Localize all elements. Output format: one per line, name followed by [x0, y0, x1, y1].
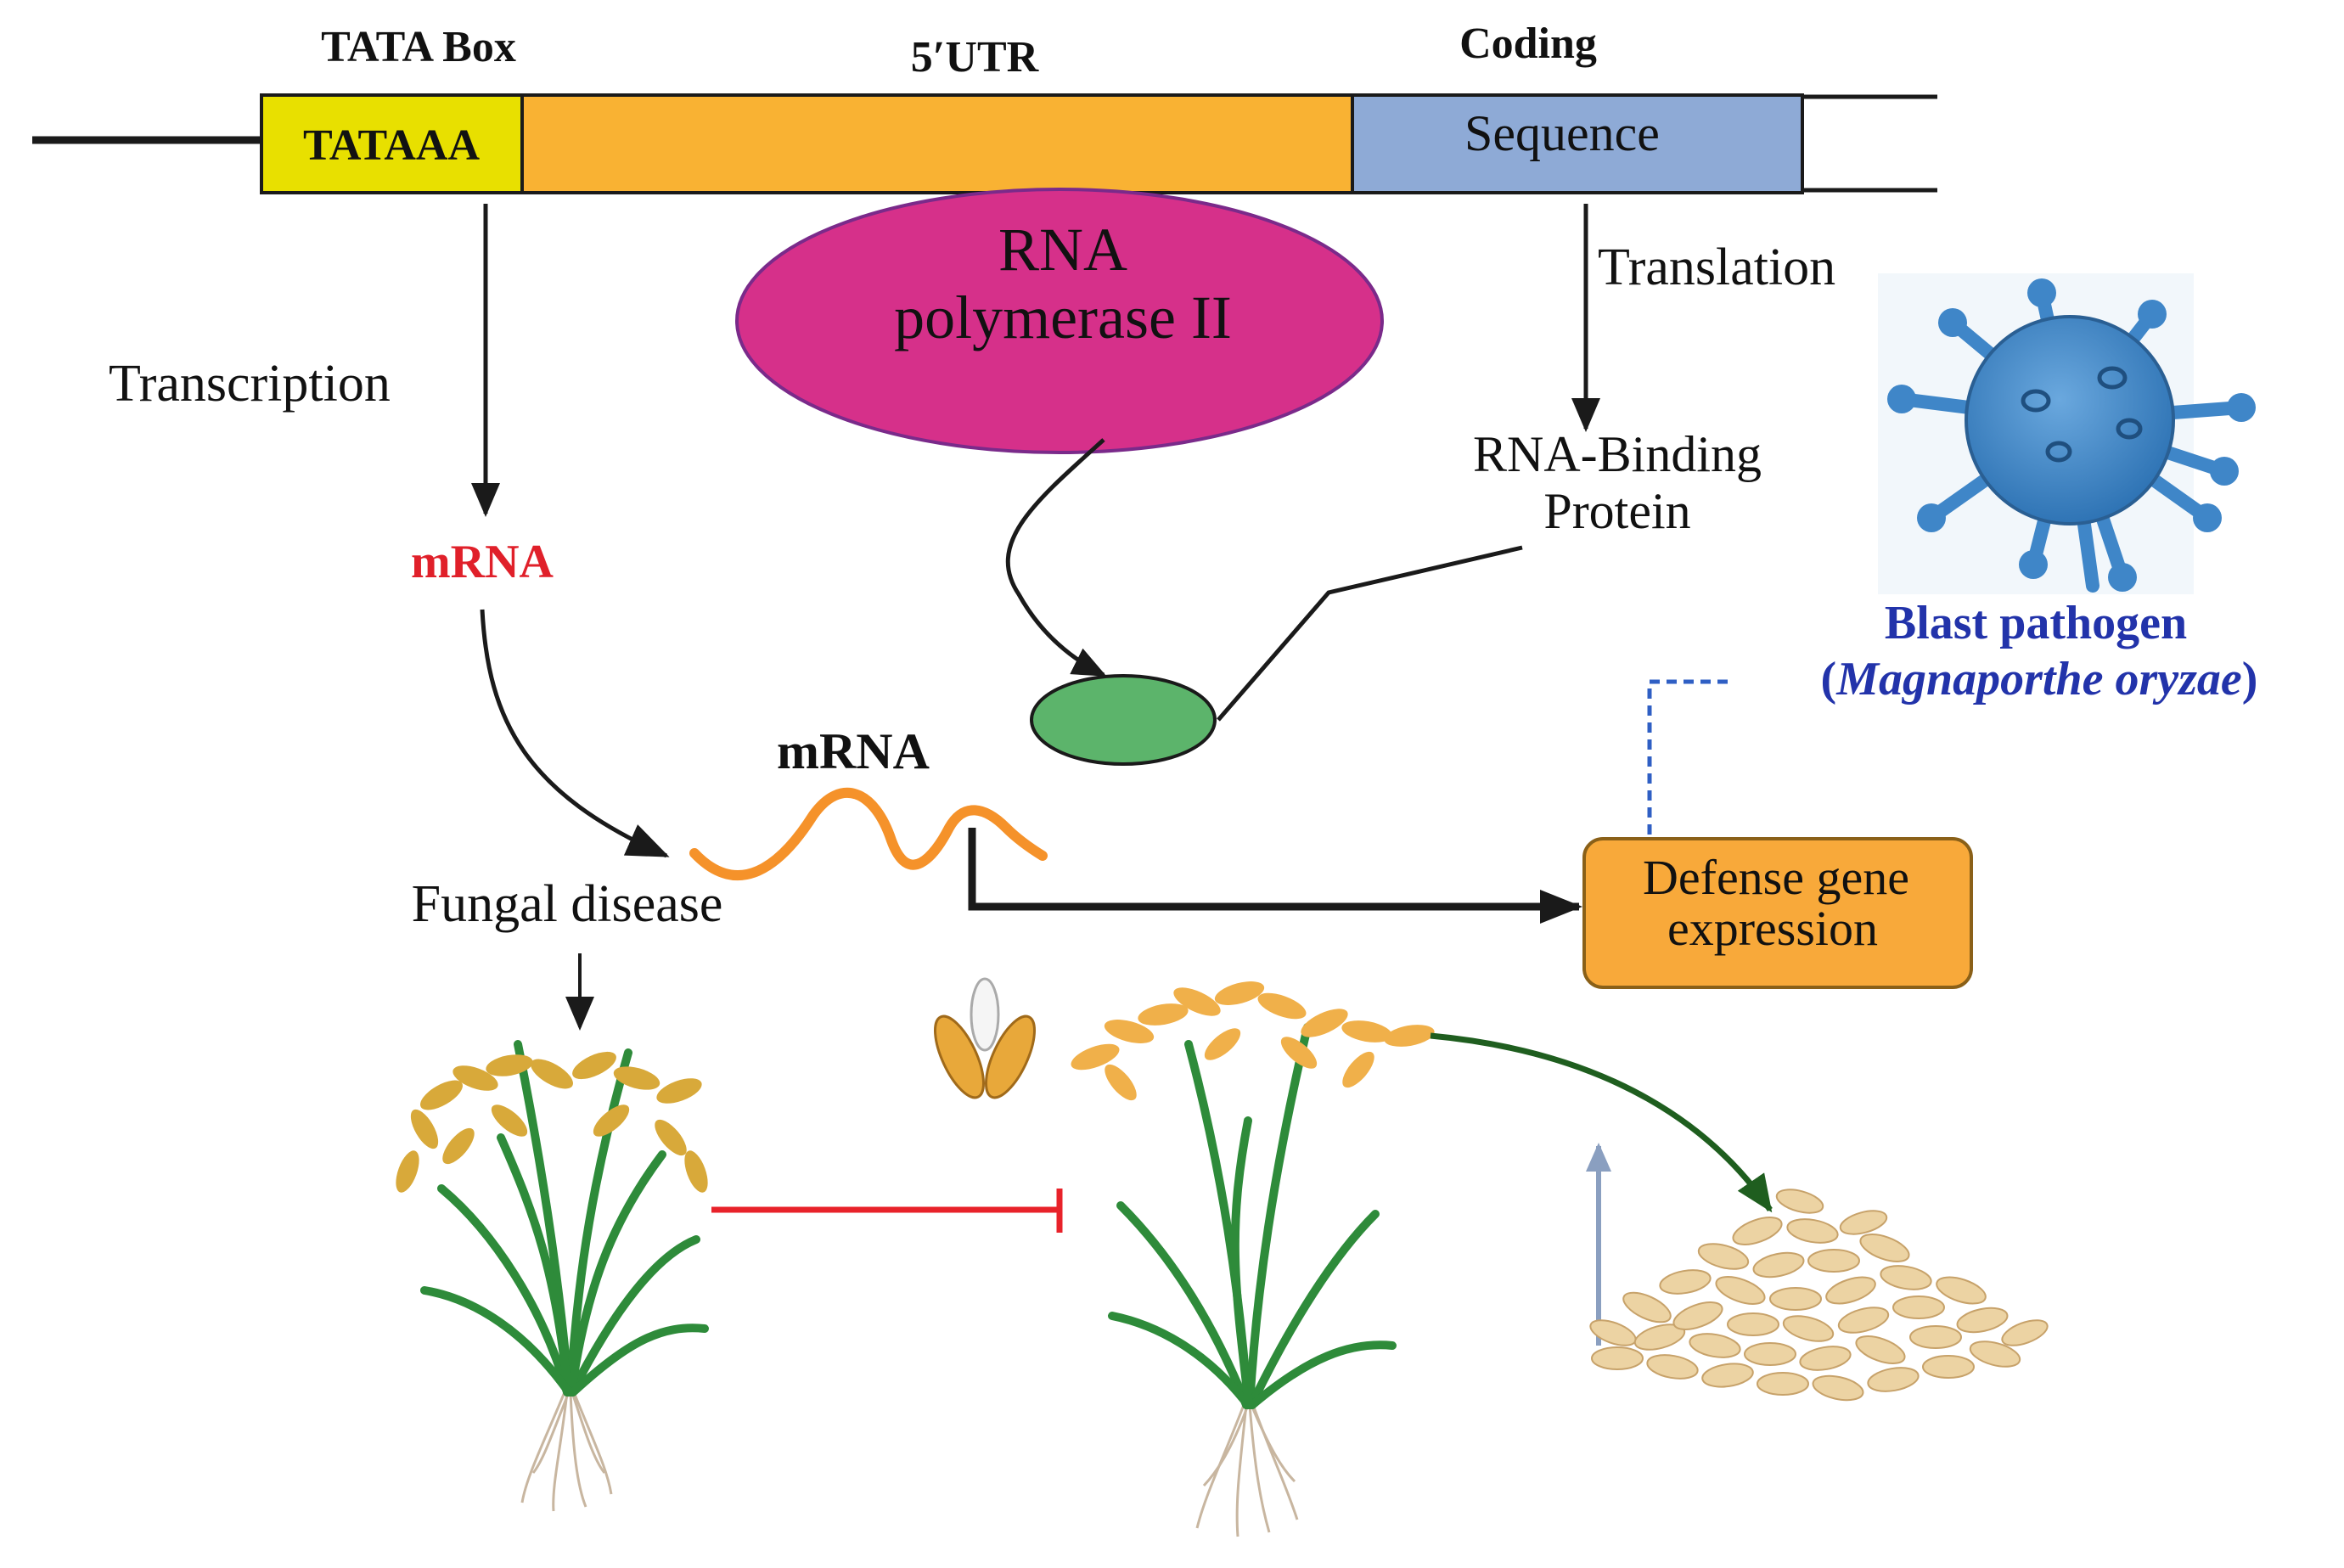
polymerase-to-complex-arrow	[1005, 438, 1107, 677]
tata-sequence-text: TATAAA	[303, 121, 480, 170]
rna-binding-protein-line2: Protein	[1543, 483, 1690, 539]
gene-structure: TATA Box TATAAA 5′UTR Coding Sequence	[32, 20, 1937, 194]
coding-sequence-rect	[1351, 93, 1804, 194]
transcription-label: Transcription	[109, 355, 391, 413]
rice-plant-healthy-icon	[1071, 981, 1435, 1537]
defense-gene-line1: Defense gene	[1643, 850, 1909, 905]
tata-box-label: TATA Box	[321, 23, 516, 71]
mrna-red-label: mRNA	[411, 536, 554, 588]
rice-grain-icon	[934, 977, 1036, 1099]
rna-polymerase-line1: RNA	[998, 216, 1127, 284]
mrna-strand-label: mRNA	[777, 723, 930, 779]
utr-rect	[520, 93, 1354, 194]
utr-label: 5′UTR	[911, 33, 1040, 81]
mrna-strand-icon	[689, 787, 1048, 881]
defense-gene-box	[1582, 837, 1973, 989]
inhibition-arrow	[711, 1189, 1063, 1233]
mrna-to-disease-arrow	[480, 609, 670, 858]
rna-polymerase-line2: polymerase II	[894, 284, 1232, 351]
pathogen-to-defense-dotted-line	[1647, 679, 1730, 835]
rna-polymerase-ellipse	[735, 188, 1384, 454]
rna-protein-complex-ellipse	[1030, 674, 1217, 766]
mrna-to-defense-arrow	[968, 828, 1582, 924]
yield-green-arrow	[1430, 1032, 1773, 1213]
rna-polymerase: RNA polymerase II	[735, 188, 1384, 454]
defense-gene-line2: expression	[1667, 901, 1878, 956]
rna-binding-protein-line1: RNA-Binding	[1473, 426, 1762, 482]
coding-label: Coding	[1459, 20, 1597, 68]
sequence-label: Sequence	[1464, 105, 1660, 161]
grain-pile-icon	[1589, 1189, 2049, 1402]
pathogen-name-label: Blast pathogen	[1885, 597, 2187, 649]
fungus-virus-icon	[1878, 273, 2256, 594]
fungal-disease-label: Fungal disease	[412, 875, 723, 933]
protein-to-complex-line	[1217, 545, 1523, 722]
pathogen-species-label: (Magnaporthe oryzae)	[1821, 653, 2258, 705]
translation-label: Translation	[1598, 239, 1835, 296]
rice-plant-diseased-icon	[396, 1040, 709, 1512]
